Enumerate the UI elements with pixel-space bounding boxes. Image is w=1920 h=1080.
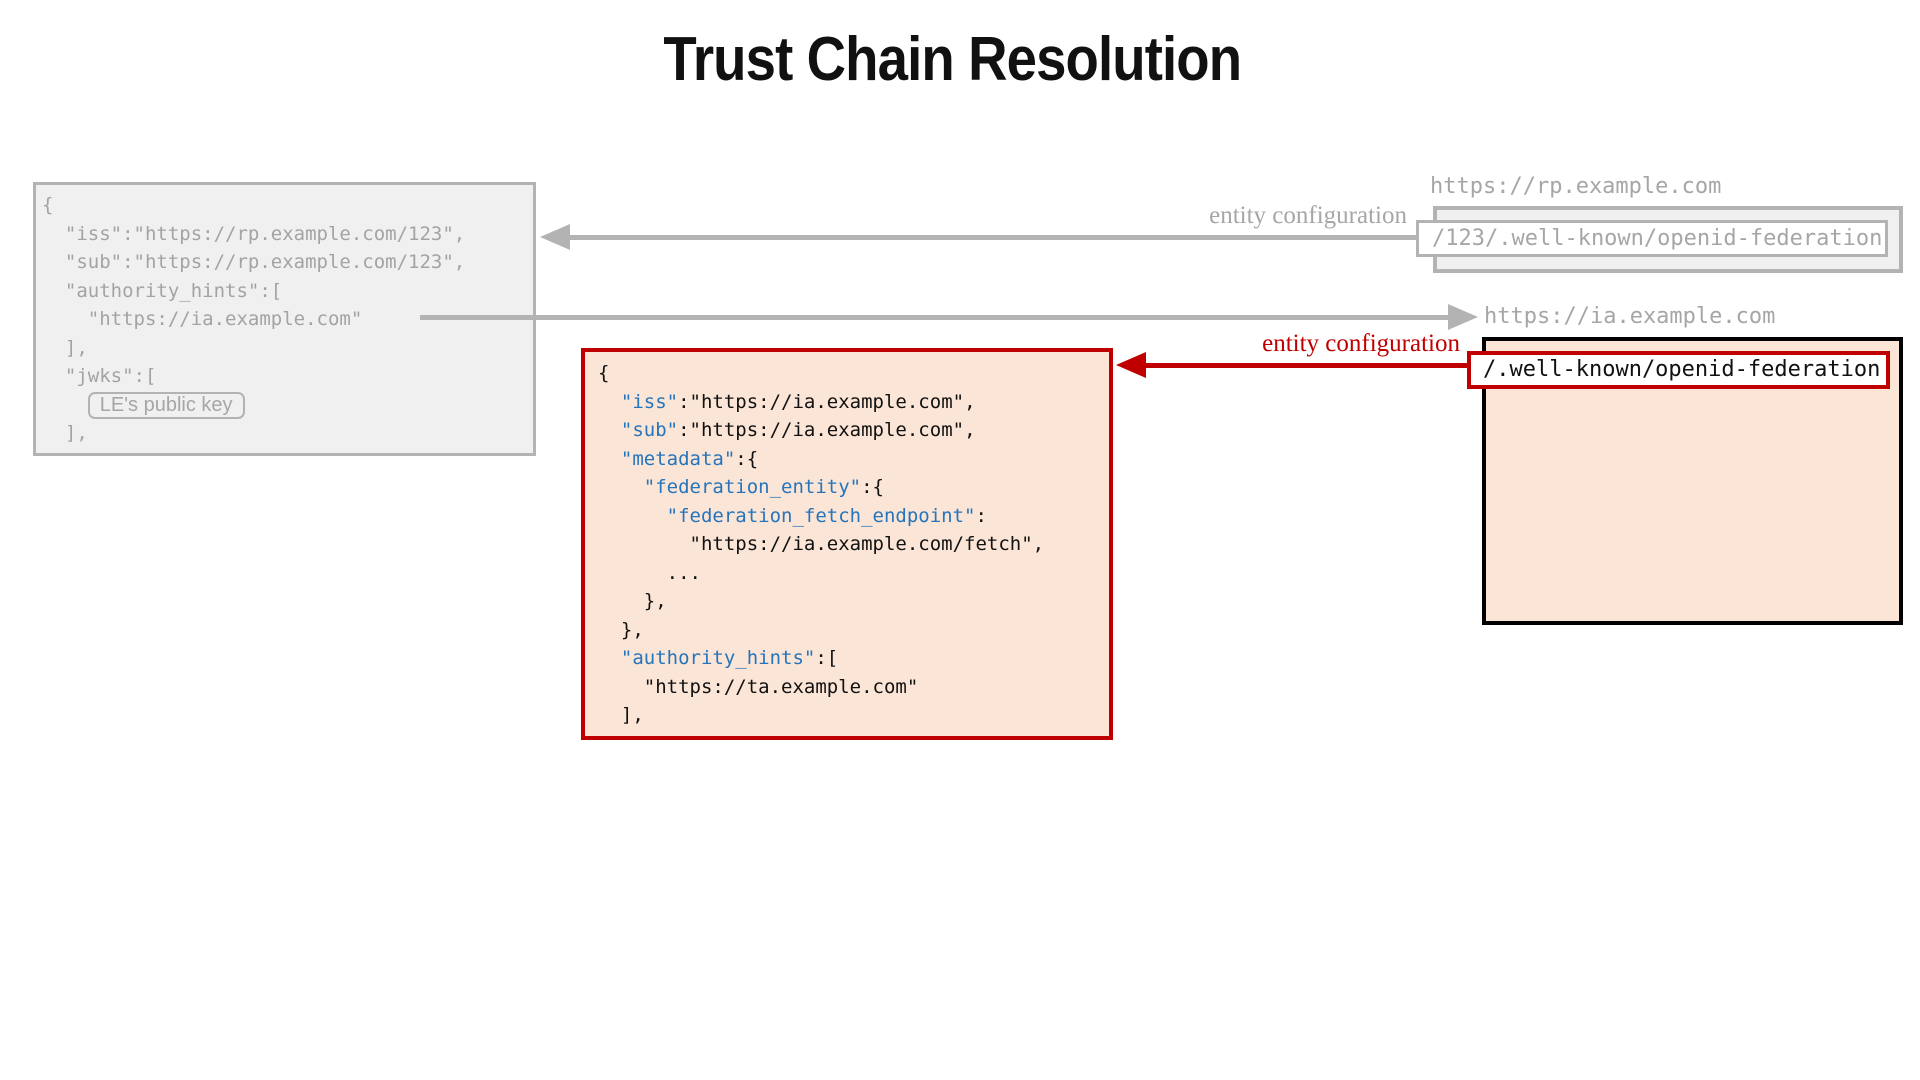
- code-line: "iss":"https://ia.example.com",: [620, 390, 976, 413]
- code-line: "metadata":{: [620, 447, 759, 470]
- code-line: "federation_fetch_endpoint":: [666, 504, 987, 527]
- code-line: "authority_hints":[: [42, 279, 283, 302]
- code-line: "iss":"https://rp.example.com/123",: [42, 222, 466, 245]
- arrowhead-left-red-icon: [1116, 352, 1146, 378]
- authority-hint-arrow: [420, 315, 1452, 320]
- code-line: "sub":"https://rp.example.com/123",: [42, 251, 466, 273]
- rp-entity-configuration-arrow-label: entity configuration: [1209, 202, 1407, 229]
- code-line: ],: [598, 704, 644, 726]
- arrowhead-left-icon: [540, 224, 570, 250]
- rp-host-label: https://rp.example.com: [1430, 174, 1722, 199]
- code-line: ],: [42, 336, 88, 359]
- arrowhead-right-icon: [1448, 304, 1478, 330]
- rp-wellknown-path-box: /123/.well-known/openid-federation: [1416, 220, 1888, 257]
- code-line: },: [598, 590, 667, 612]
- code-line: "https://ia.example.com/fetch",: [598, 533, 1045, 555]
- code-line: "federation_entity":{: [643, 476, 884, 498]
- ia-entity-configuration-arrow: [1140, 363, 1467, 368]
- ia-host-label: https://ia.example.com: [1484, 304, 1776, 329]
- code-line: "authority_hints":[: [620, 647, 839, 669]
- code-line: "https://ia.example.com": [42, 308, 363, 330]
- ia-entity-configuration-code: { "iss":"https://ia.example.com", "sub":…: [581, 348, 1113, 740]
- code-line: "sub":"https://ia.example.com",: [620, 419, 976, 441]
- code-line: {: [598, 362, 610, 384]
- code-line: ],: [42, 422, 88, 444]
- code-line: LE's public key: [42, 391, 533, 420]
- code-line: "jwks":[: [42, 365, 157, 387]
- code-line: ...: [598, 561, 701, 584]
- ia-entity-configuration-arrow-label: entity configuration: [1262, 330, 1460, 357]
- page-title: Trust Chain Resolution: [663, 25, 1242, 94]
- rp-entity-configuration-arrow: [564, 235, 1416, 240]
- code-line: },: [598, 618, 644, 641]
- code-line: {: [42, 194, 54, 216]
- code-line: "https://ta.example.com": [598, 675, 919, 698]
- le-public-key-chip: LE's public key: [87, 391, 245, 419]
- ia-wellknown-path-box: /.well-known/openid-federation: [1467, 351, 1890, 389]
